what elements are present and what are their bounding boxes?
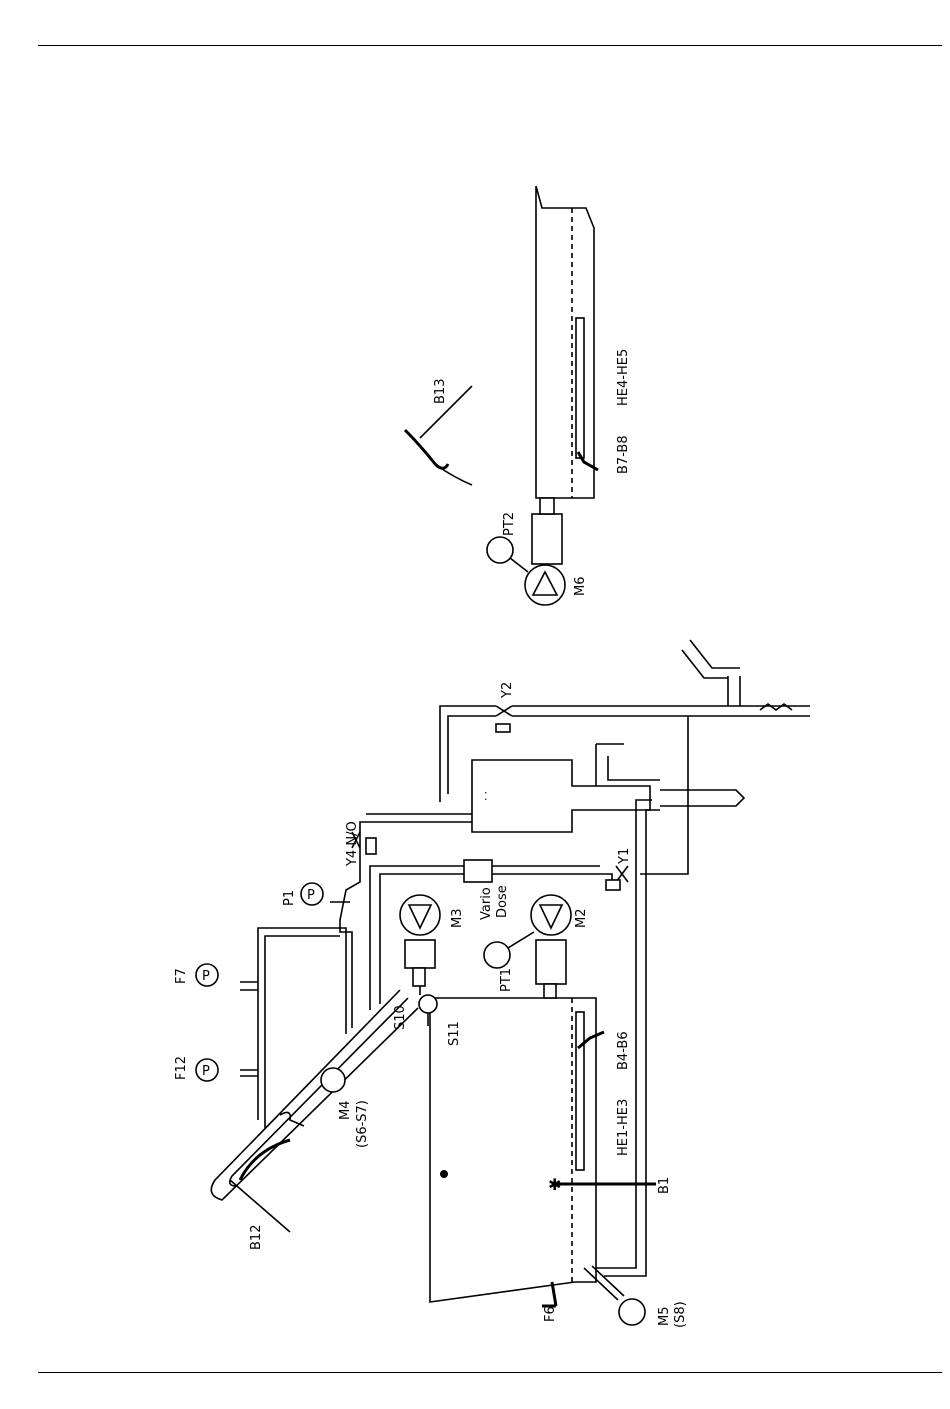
pt2-gauge [487,537,513,563]
svg-text:P: P [307,888,315,903]
vario-dose-unit [464,860,492,882]
label-y1: Y1 [617,848,632,865]
label-he4-he5: HE4-HE5 [616,349,631,406]
label-f7: F7 [174,968,189,984]
level-dot [440,1170,448,1178]
svg-text:P: P [202,1064,210,1079]
label-y4: Y4 N/O [345,821,360,867]
label-p1: P1 [282,890,297,906]
svg-text:P: P [202,969,210,984]
break-tank: ⁚ [472,744,744,832]
label-pt1: PT1 [499,968,514,992]
svg-text:⁚: ⁚ [484,790,488,803]
valve-y2 [496,706,512,732]
valve-s10-s11 [419,986,437,1026]
heater-he1-he3 [576,1012,584,1170]
label-he1-he3: HE1-HE3 [616,1099,631,1156]
label-pt2: PT2 [502,512,517,536]
label-b4-b6: B4-B6 [616,1031,631,1070]
gauge-p1: P [301,883,323,905]
pipe-network [240,676,810,1128]
label-b12: B12 [249,1225,264,1250]
rinse-tank [536,186,598,498]
label-m3: M3 [450,909,465,929]
rinse-nozzle [682,640,792,710]
label-m6: M6 [573,577,588,597]
label-dose: Dose [495,885,510,918]
gauge-f7: P [196,964,218,986]
label-b13: B13 [433,379,448,404]
label-f12: F12 [174,1056,189,1080]
valve-y1 [606,866,628,890]
label-b1: B1 [657,1177,672,1194]
heater-he4-he5 [576,318,584,458]
gauge-f12: P [196,1059,218,1081]
label-s11: S11 [447,1021,462,1046]
label-y2: Y2 [500,682,515,699]
label-s6-s7: (S6-S7) [355,1100,370,1148]
label-s8: (S8) [673,1301,688,1328]
pt1-gauge [484,942,510,968]
label-f6: F6 [543,1306,558,1322]
label-m5: M5 [657,1307,672,1327]
svg-text:✱: ✱ [548,1175,561,1194]
label-m2: M2 [574,909,589,929]
pump-m6 [487,498,565,605]
wash-arm-m4 [211,990,418,1232]
pump-m3 [400,895,440,986]
label-s10: S10 [393,1005,408,1030]
label-vario: Vario [479,887,494,920]
label-m4: M4 [338,1101,353,1121]
label-b7-b8: B7-B8 [616,435,631,474]
